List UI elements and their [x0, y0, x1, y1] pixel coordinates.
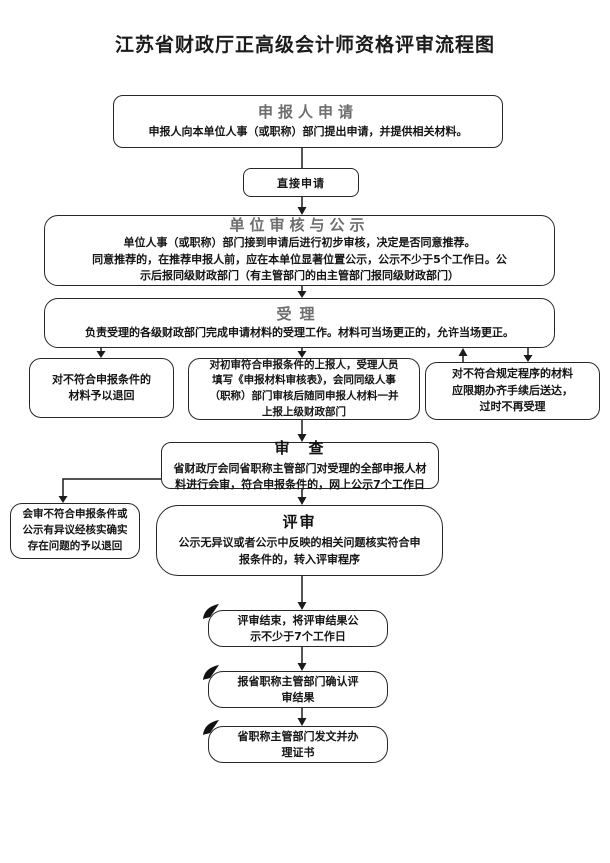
corner-flag-icon	[203, 665, 219, 680]
overdue-materials-line: 过时不再受理	[479, 400, 546, 414]
forward-report-line: 上报上级财政部门	[262, 405, 346, 418]
forward-report-line: 填写《申报材料审核表》，会同同级人事	[212, 374, 396, 387]
publicize-result-line: 示不少于7个工作日	[250, 629, 346, 643]
examination-title: 审 查	[274, 438, 326, 457]
return-materials-line: 材料予以退回	[68, 389, 135, 402]
joint-review-return-box: 会审不符合申报条件或 公示有异议经核实确实 存在问题的予以退回	[10, 503, 140, 559]
unit-review-line: 单位人事（或职称）部门接到申请后进行初步审核，决定是否同意推荐。	[123, 236, 476, 250]
forward-report-line: （职称）部门审核后随同申报人材料一并	[209, 390, 399, 402]
applicant-application-title: 申报人申请	[257, 102, 358, 121]
joint-review-return-line: 公示有异议经核实确实	[22, 524, 128, 537]
unit-review-line: 示后报同级财政部门（有主管部门的由主管部门报同级财政部门）	[140, 269, 459, 283]
evaluation-title: 评审	[282, 512, 317, 531]
confirm-result-box: 报省职称主管部门确认评 审结果	[203, 665, 388, 708]
corner-flag-icon	[203, 720, 219, 735]
evaluation-line: 公示无异议或者公示中反映的相关问题核实符合申	[178, 536, 421, 550]
evaluation-box: 评审 公示无异议或者公示中反映的相关问题核实符合申 报条件的，转入评审程序	[156, 505, 443, 576]
examination-line: 省财政厅会同省职称主管部门对受理的全部申报人材	[173, 462, 427, 476]
corner-flag-icon	[203, 604, 219, 619]
evaluation-line: 报条件的，转入评审程序	[239, 552, 360, 566]
applicant-application-text: 申报人向本单位人事（或职称）部门提出申请，并提供相关材料。	[148, 124, 468, 138]
confirm-result-line: 报省职称主管部门确认评	[237, 674, 359, 688]
joint-review-return-line: 存在问题的予以退回	[27, 539, 123, 552]
examination-box: 审 查 省财政厅会同省职称主管部门对受理的全部申报人材 料进行会审，符合申报条件…	[161, 438, 439, 491]
examination-line: 料进行会审，符合申报条件的，网上公示7个工作日	[175, 477, 425, 491]
direct-apply-label: 直接申请	[277, 176, 325, 190]
certificate-box: 省职称主管部门发文并办 理证书	[203, 720, 388, 763]
unit-review-title: 单位审核与公示	[229, 216, 370, 235]
direct-apply-box: 直接申请	[243, 168, 359, 197]
forward-report-box: 对初审符合申报条件的上报人，受理人员 填写《申报材料审核表》，会同同级人事 （职…	[188, 358, 420, 420]
certificate-line: 省职称主管部门发文并办	[237, 729, 359, 743]
applicant-application-box: 申报人申请 申报人向本单位人事（或职称）部门提出申请，并提供相关材料。	[113, 95, 503, 148]
overdue-materials-line: 对不符合规定程序的材料	[452, 367, 573, 381]
acceptance-text: 负责受理的各级财政部门完成申请材料的受理工作。材料可当场更正的，允许当场更正。	[85, 325, 514, 339]
joint-review-return-line: 会审不符合申报条件或	[22, 508, 128, 521]
certificate-line: 理证书	[281, 745, 315, 759]
overdue-materials-line: 应限期办齐手续后送达，	[452, 383, 573, 397]
unit-review-box: 单位审核与公示 单位人事（或职称）部门接到申请后进行初步审核，决定是否同意推荐。…	[44, 215, 555, 286]
publicize-result-box: 评审结束，将评审结果公 示不少于7个工作日	[203, 604, 388, 647]
confirm-result-line: 审结果	[281, 690, 315, 704]
forward-report-line: 对初审符合申报条件的上报人，受理人员	[209, 358, 399, 371]
overdue-materials-box: 对不符合规定程序的材料 应限期办齐手续后送达， 过时不再受理	[425, 362, 600, 420]
return-materials-line: 对不符合申报条件的	[52, 372, 151, 386]
unit-review-line: 同意推荐的，在推荐申报人前，应在本单位显著位置公示，公示不少于5个工作日。公	[92, 252, 507, 266]
publicize-result-line: 评审结束，将评审结果公	[237, 613, 359, 627]
page-title: 江苏省财政厅正高级会计师资格评审流程图	[114, 34, 495, 56]
acceptance-box: 受理 负责受理的各级财政部门完成申请材料的受理工作。材料可当场更正的，允许当场更…	[44, 298, 555, 348]
return-materials-box: 对不符合申报条件的 材料予以退回	[29, 358, 174, 418]
acceptance-title: 受理	[276, 304, 323, 323]
